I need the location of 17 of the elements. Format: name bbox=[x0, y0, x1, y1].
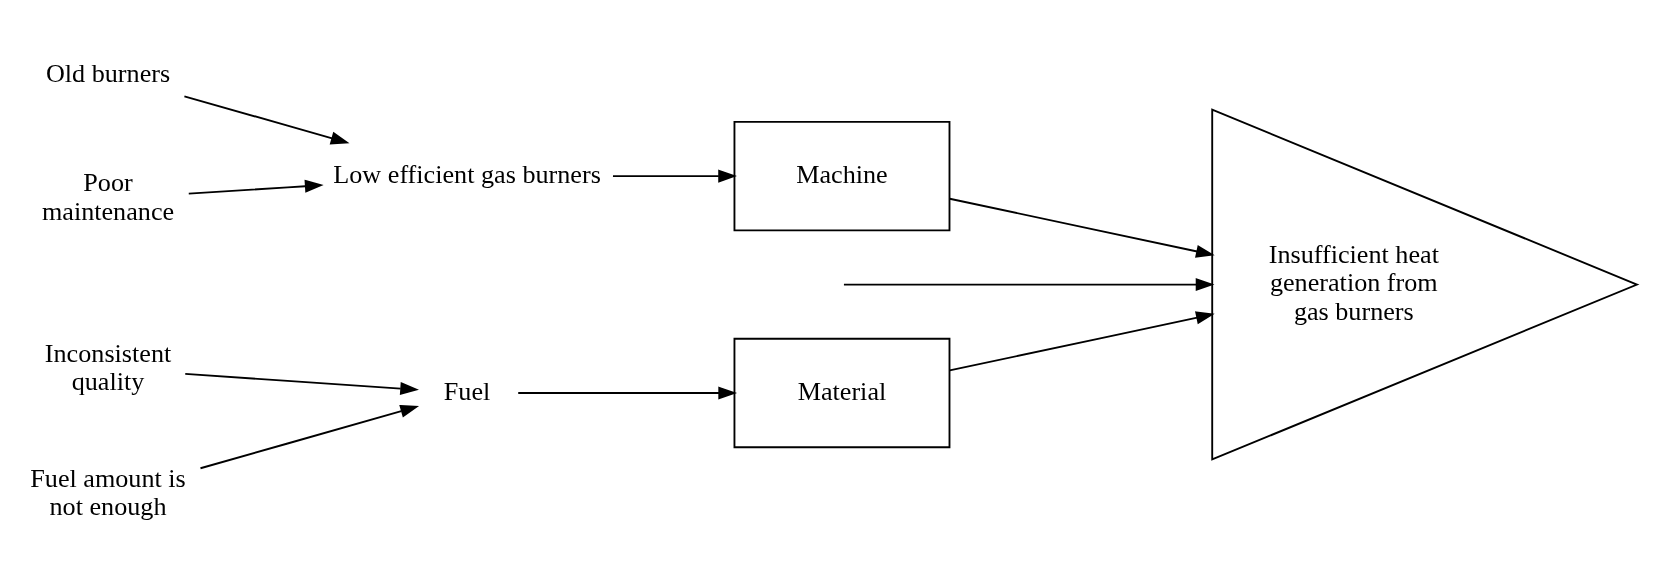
arrow bbox=[948, 197, 1215, 258]
node-text: Fuel amount is not enough bbox=[30, 463, 186, 521]
node-text: Poor maintenance bbox=[41, 167, 175, 225]
arrow bbox=[184, 372, 419, 395]
arrow bbox=[187, 179, 324, 194]
arrow bbox=[843, 277, 1215, 291]
arrow bbox=[183, 94, 350, 144]
arrow bbox=[612, 169, 737, 183]
node-text: Inconsistent quality bbox=[44, 338, 172, 396]
node-text: Old burners bbox=[45, 58, 171, 88]
node-text: Fuel bbox=[443, 376, 491, 406]
arrow bbox=[517, 385, 738, 400]
arrow bbox=[948, 310, 1215, 371]
node-text: Low efficient gas burners bbox=[333, 159, 601, 189]
arrow bbox=[199, 404, 420, 469]
node-box: Machine bbox=[733, 120, 951, 231]
node-box: Material bbox=[733, 337, 951, 448]
